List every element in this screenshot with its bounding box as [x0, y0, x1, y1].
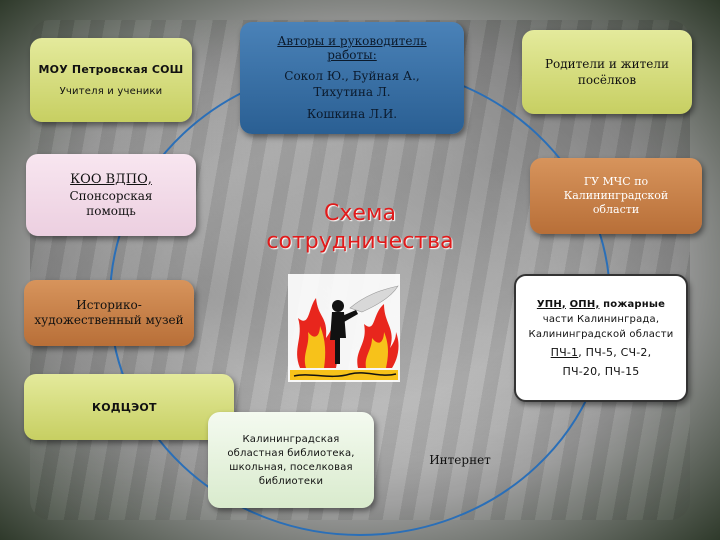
library-line-2: областная библиотека, [227, 447, 355, 459]
library-box: Калининградская областная библиотека, шк… [208, 412, 374, 508]
parents-box: Родители и жители посёлков [522, 30, 692, 114]
internet-box: Интернет [400, 440, 520, 480]
library-line-4: библиотеки [258, 475, 324, 487]
internet-label: Интернет [429, 453, 491, 467]
school-box: МОУ Петровская СОШ Учителя и ученики [30, 38, 192, 122]
upn-box: УПН, ОПН, пожарные части Калининграда, К… [514, 274, 688, 402]
upn-line-5: ПЧ-20, ПЧ-15 [562, 364, 640, 378]
title-line-2: сотрудничества [266, 229, 454, 254]
library-line-1: Калининградская [242, 433, 340, 445]
authors-names: Сокол Ю., Буйная А., Тихутина Л. [284, 69, 420, 99]
koo-box: КОО ВДПО, Спонсорская помощь [26, 154, 196, 236]
upn-line-3: Калининградской области [528, 328, 674, 340]
authors-supervisor: Кошкина Л.И. [306, 107, 398, 121]
page-title: Схема сотрудничества [230, 200, 490, 256]
kodcet-box: КОДЦЭОТ [24, 374, 234, 440]
authors-box: Авторы и руководитель работы: Сокол Ю., … [240, 22, 464, 134]
mchs-label: ГУ МЧС по Калининградской области [563, 175, 669, 216]
koo-title: КОО ВДПО, [70, 171, 152, 187]
upn-line-2: части Калининграда, [542, 313, 660, 325]
library-line-3: школьная, поселковая [229, 461, 353, 473]
firefighter-flames-icon [288, 274, 400, 382]
museum-label: Историко-художественный музей [34, 298, 184, 327]
title-line-1: Схема [324, 201, 396, 226]
authors-heading: Авторы и руководитель работы: [277, 34, 427, 62]
mchs-box: ГУ МЧС по Калининградской области [530, 158, 702, 234]
koo-subtitle: Спонсорская помощь [69, 188, 153, 218]
upn-line-4: ПЧ-1, ПЧ-5, СЧ-2, [550, 345, 652, 359]
parents-label: Родители и жители посёлков [544, 57, 670, 87]
school-title: МОУ Петровская СОШ [38, 63, 184, 76]
school-subtitle: Учителя и ученики [59, 86, 163, 97]
kodcet-label: КОДЦЭОТ [92, 400, 157, 414]
upn-line-1: УПН, ОПН, пожарные [536, 298, 666, 310]
museum-box: Историко-художественный музей [24, 280, 194, 346]
